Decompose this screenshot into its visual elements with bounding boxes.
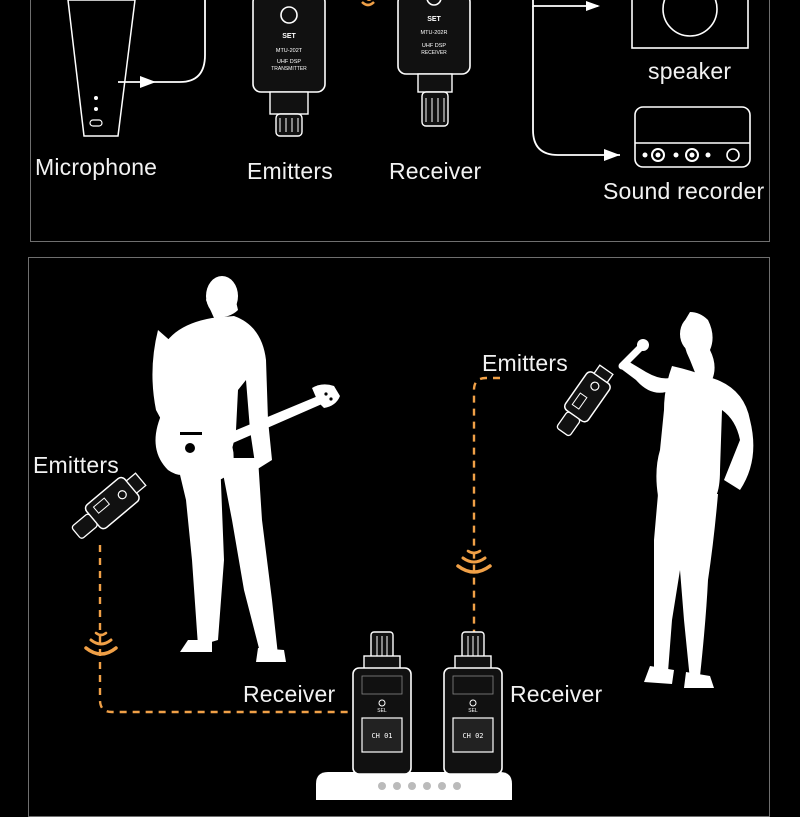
mic-arrow-head bbox=[140, 76, 156, 88]
right-emitter-device-icon bbox=[556, 364, 614, 437]
guitar-detail bbox=[180, 392, 333, 453]
handheld-mic-icon bbox=[618, 339, 649, 370]
receiver-right-label: Receiver bbox=[510, 681, 603, 707]
receiver-left-label: Receiver bbox=[243, 681, 336, 707]
right-receiver-sel: SEL bbox=[468, 708, 478, 714]
transmitter-set-label: SET bbox=[282, 33, 296, 40]
receiver-to-recorder-connector bbox=[532, 6, 620, 156]
receiver-model-label: MTU-202R bbox=[421, 30, 448, 36]
emitters-left-label: Emitters bbox=[33, 452, 119, 478]
speaker-label: speaker bbox=[648, 58, 732, 84]
guitarist-silhouette bbox=[152, 276, 340, 662]
left-wireless-icon bbox=[84, 631, 118, 656]
left-receiver-sel: SEL bbox=[377, 708, 387, 714]
left-receiver-device-icon: CH 01 SEL bbox=[352, 631, 412, 775]
receiver-device-icon: SET MTU-202R UHF DSP RECEIVER bbox=[397, 0, 471, 127]
left-emitter-device-icon bbox=[71, 472, 147, 539]
right-signal-path bbox=[472, 376, 500, 648]
diagram-canvas: SET MTU-202T UHF DSP TRANSMITTER SET MTU… bbox=[67, 0, 754, 800]
left-receiver-channel: CH 01 bbox=[371, 732, 392, 740]
transmitter-desc-1: UHF DSP bbox=[277, 59, 301, 65]
speaker-icon bbox=[631, 0, 749, 49]
mixer-base-icon bbox=[316, 772, 512, 800]
wireless-signal-icon bbox=[361, 0, 375, 7]
receiver-desc-1: UHF DSP bbox=[422, 43, 446, 49]
emitters-label: Emitters bbox=[247, 158, 333, 184]
left-signal-path bbox=[98, 545, 352, 714]
singer-silhouette bbox=[620, 312, 754, 688]
receiver-set-label: SET bbox=[427, 16, 441, 23]
mic-to-emitter-connector bbox=[118, 0, 206, 83]
microphone-icon bbox=[67, 0, 136, 137]
right-receiver-device-icon: CH 02 SEL bbox=[443, 631, 503, 775]
emitters-right-label: Emitters bbox=[482, 350, 568, 376]
transmitter-desc-2: TRANSMITTER bbox=[271, 66, 307, 72]
top-diagram-panel bbox=[30, 0, 770, 242]
transmitter-device-icon: SET MTU-202T UHF DSP TRANSMITTER bbox=[252, 0, 326, 137]
right-wireless-icon bbox=[456, 549, 492, 574]
receiver-desc-2: RECEIVER bbox=[421, 50, 447, 56]
right-receiver-channel: CH 02 bbox=[462, 732, 483, 740]
microphone-label: Microphone bbox=[35, 154, 158, 180]
transmitter-model-label: MTU-202T bbox=[276, 48, 303, 54]
sound-recorder-label: Sound recorder bbox=[603, 178, 765, 204]
receiver-label: Receiver bbox=[389, 158, 482, 184]
sound-recorder-icon bbox=[634, 106, 751, 168]
